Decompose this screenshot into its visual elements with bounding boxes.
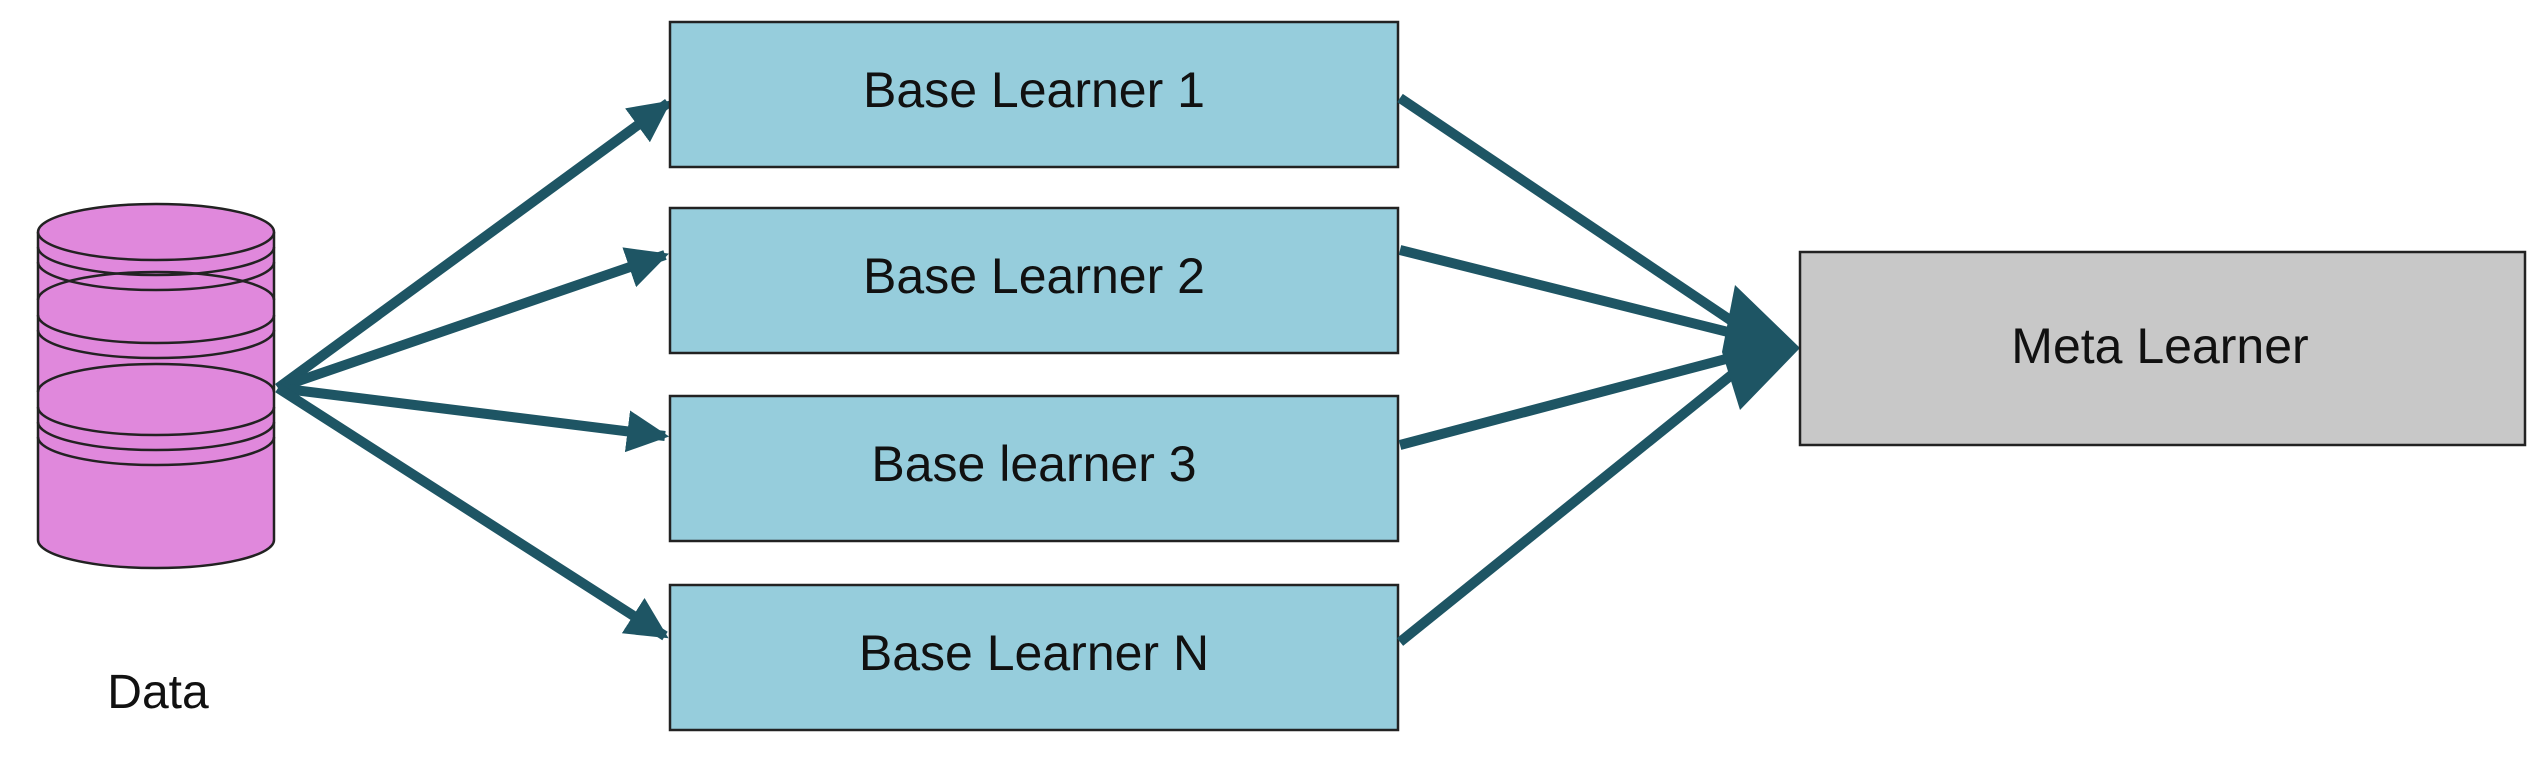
base-learner-n-label: Base Learner N [859,625,1209,681]
database-icon [36,202,276,570]
base-learner-n: Base Learner N [668,583,1400,732]
meta-learner: Meta Learner [1798,250,2527,447]
base-learner-3-label: Base learner 3 [871,436,1196,492]
line-base-2-to-meta [1398,245,1762,345]
arrow-data-to-base-3 [277,383,670,453]
base-learner-2: Base Learner 2 [668,206,1400,355]
base-learner-3: Base learner 3 [668,394,1400,543]
meta-learner-label: Meta Learner [2011,318,2308,374]
base-learner-1: Base Learner 1 [668,20,1400,169]
arrow-data-to-base-n [275,383,669,641]
base-learner-1-label: Base Learner 1 [863,62,1205,118]
line-base-1-to-meta [1397,93,1763,345]
arrow-data-to-base-2 [276,247,669,393]
line-base-3-to-meta [1398,345,1762,450]
base-learner-2-label: Base Learner 2 [863,248,1205,304]
line-base-n-to-meta [1396,348,1764,646]
merged-arrowhead [1722,285,1800,410]
arrow-data-to-base-1 [275,98,672,393]
data-label: Data [107,666,209,719]
output-lines [1396,93,1764,646]
input-arrows [275,98,672,641]
